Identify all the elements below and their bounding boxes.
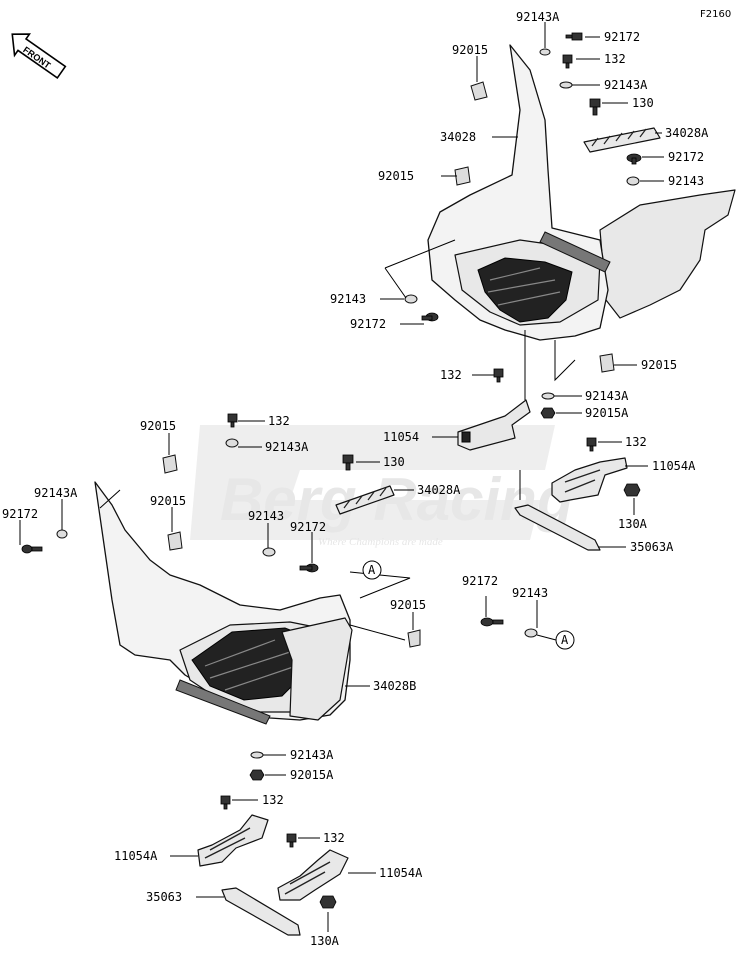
part-label: 130 [383,455,405,469]
clip-92015-d [162,454,178,474]
lower-side-panel [281,617,353,721]
part-label: 35063 [146,890,182,904]
bolt-132-lower-a [220,795,231,810]
part-label: 92015 [452,43,488,57]
part-label: 92015 [140,419,176,433]
upper-step-grip [477,257,573,323]
part-label: 130A [618,517,648,531]
part-label: 130A [310,934,340,948]
part-label: 35063A [630,540,674,554]
bolt-132-upper [493,368,504,383]
nut-130A-upper [623,483,641,497]
part-label: 132 [323,831,345,845]
part-label: 11054A [114,849,158,863]
part-label: 92172 [604,30,640,44]
bar-35063A [514,504,601,551]
part-label: 92143 [512,586,548,600]
part-label: 132 [440,368,462,382]
part-label: 92172 [668,150,704,164]
bolt-92172-lower-left [21,544,43,554]
part-label: 11054A [652,459,696,473]
part-label: 92015A [585,406,629,420]
part-label: 132 [625,435,647,449]
nut-130A-lower [319,895,337,909]
diagram-code: F2160 [700,9,731,20]
lower-step-edge [175,679,271,725]
part-label: 92143 [248,509,284,523]
part-label: 92143A [290,748,334,762]
part-label: 132 [604,52,626,66]
bolt-92172-lower-mid [299,563,319,573]
bracket-11054A-upper [551,457,628,503]
bolt-132-lower-b [286,833,297,848]
grip-34028A-lower [335,485,395,515]
bolt-130-top [589,98,601,116]
part-label: 11054 [383,430,419,444]
part-label: 130 [632,96,654,110]
bracket-11054 [457,399,531,451]
bolt-92172-mid [626,153,642,165]
clip-92015-f [407,629,421,648]
svg-text:A: A [368,563,376,577]
footrest-lower [21,413,421,936]
part-label: 92143A [265,440,309,454]
part-label: 92015A [290,768,334,782]
clip-92015-a [470,81,488,101]
bar-35063 [221,887,301,936]
fender-right [599,189,736,319]
bolt-92172-top [565,32,583,41]
svg-text:A: A [561,633,569,647]
callout-a-left: A [362,560,382,580]
part-label: 34028 [440,130,476,144]
part-label: 92172 [462,574,498,588]
part-label: 132 [268,414,290,428]
part-label: 92172 [2,507,38,521]
part-label: 34028A [665,126,709,140]
bolt-92172-callout [480,617,504,627]
part-label: 92143A [516,10,560,24]
upper-step-edge [539,231,611,273]
bolt-132-lower-top [227,413,238,428]
watermark: Berg Racing Where Champions are made [190,425,573,548]
watermark-brand: Berg Racing [220,466,573,533]
part-label: 132 [262,793,284,807]
part-label: 92015 [150,494,186,508]
bolt-132-right [586,437,597,452]
clip-92015-c [599,353,615,373]
part-label: 92143 [668,174,704,188]
footrest-upper [404,32,736,638]
part-label: 92015 [378,169,414,183]
part-label: 92143 [330,292,366,306]
part-labels: 92143A 92172 92015 132 92143A 130 34028 … [2,10,709,948]
part-label: 92015 [641,358,677,372]
bolt-130-lower [342,454,354,471]
clip-92015-e [167,531,183,551]
callout-a-right: A [555,630,575,650]
clip-92015-b [454,166,471,186]
leader-lines [19,22,664,932]
bolt-132-top [562,54,573,69]
part-label: 92143A [604,78,648,92]
part-label: 34028B [373,679,416,693]
part-label: 92172 [290,520,326,534]
front-arrow-icon: FRONT [11,33,67,80]
part-label: 34028A [417,483,461,497]
part-label: 92172 [350,317,386,331]
bolt-92172-left [421,312,439,322]
part-label: 92143A [585,389,629,403]
bracket-11054A-lower-a [197,814,269,867]
part-label: 92143A [34,486,78,500]
part-label: 92015 [390,598,426,612]
watermark-tagline: Where Champions are made [318,536,443,548]
grip-34028A-upper [583,127,661,153]
part-label: 11054A [379,866,423,880]
